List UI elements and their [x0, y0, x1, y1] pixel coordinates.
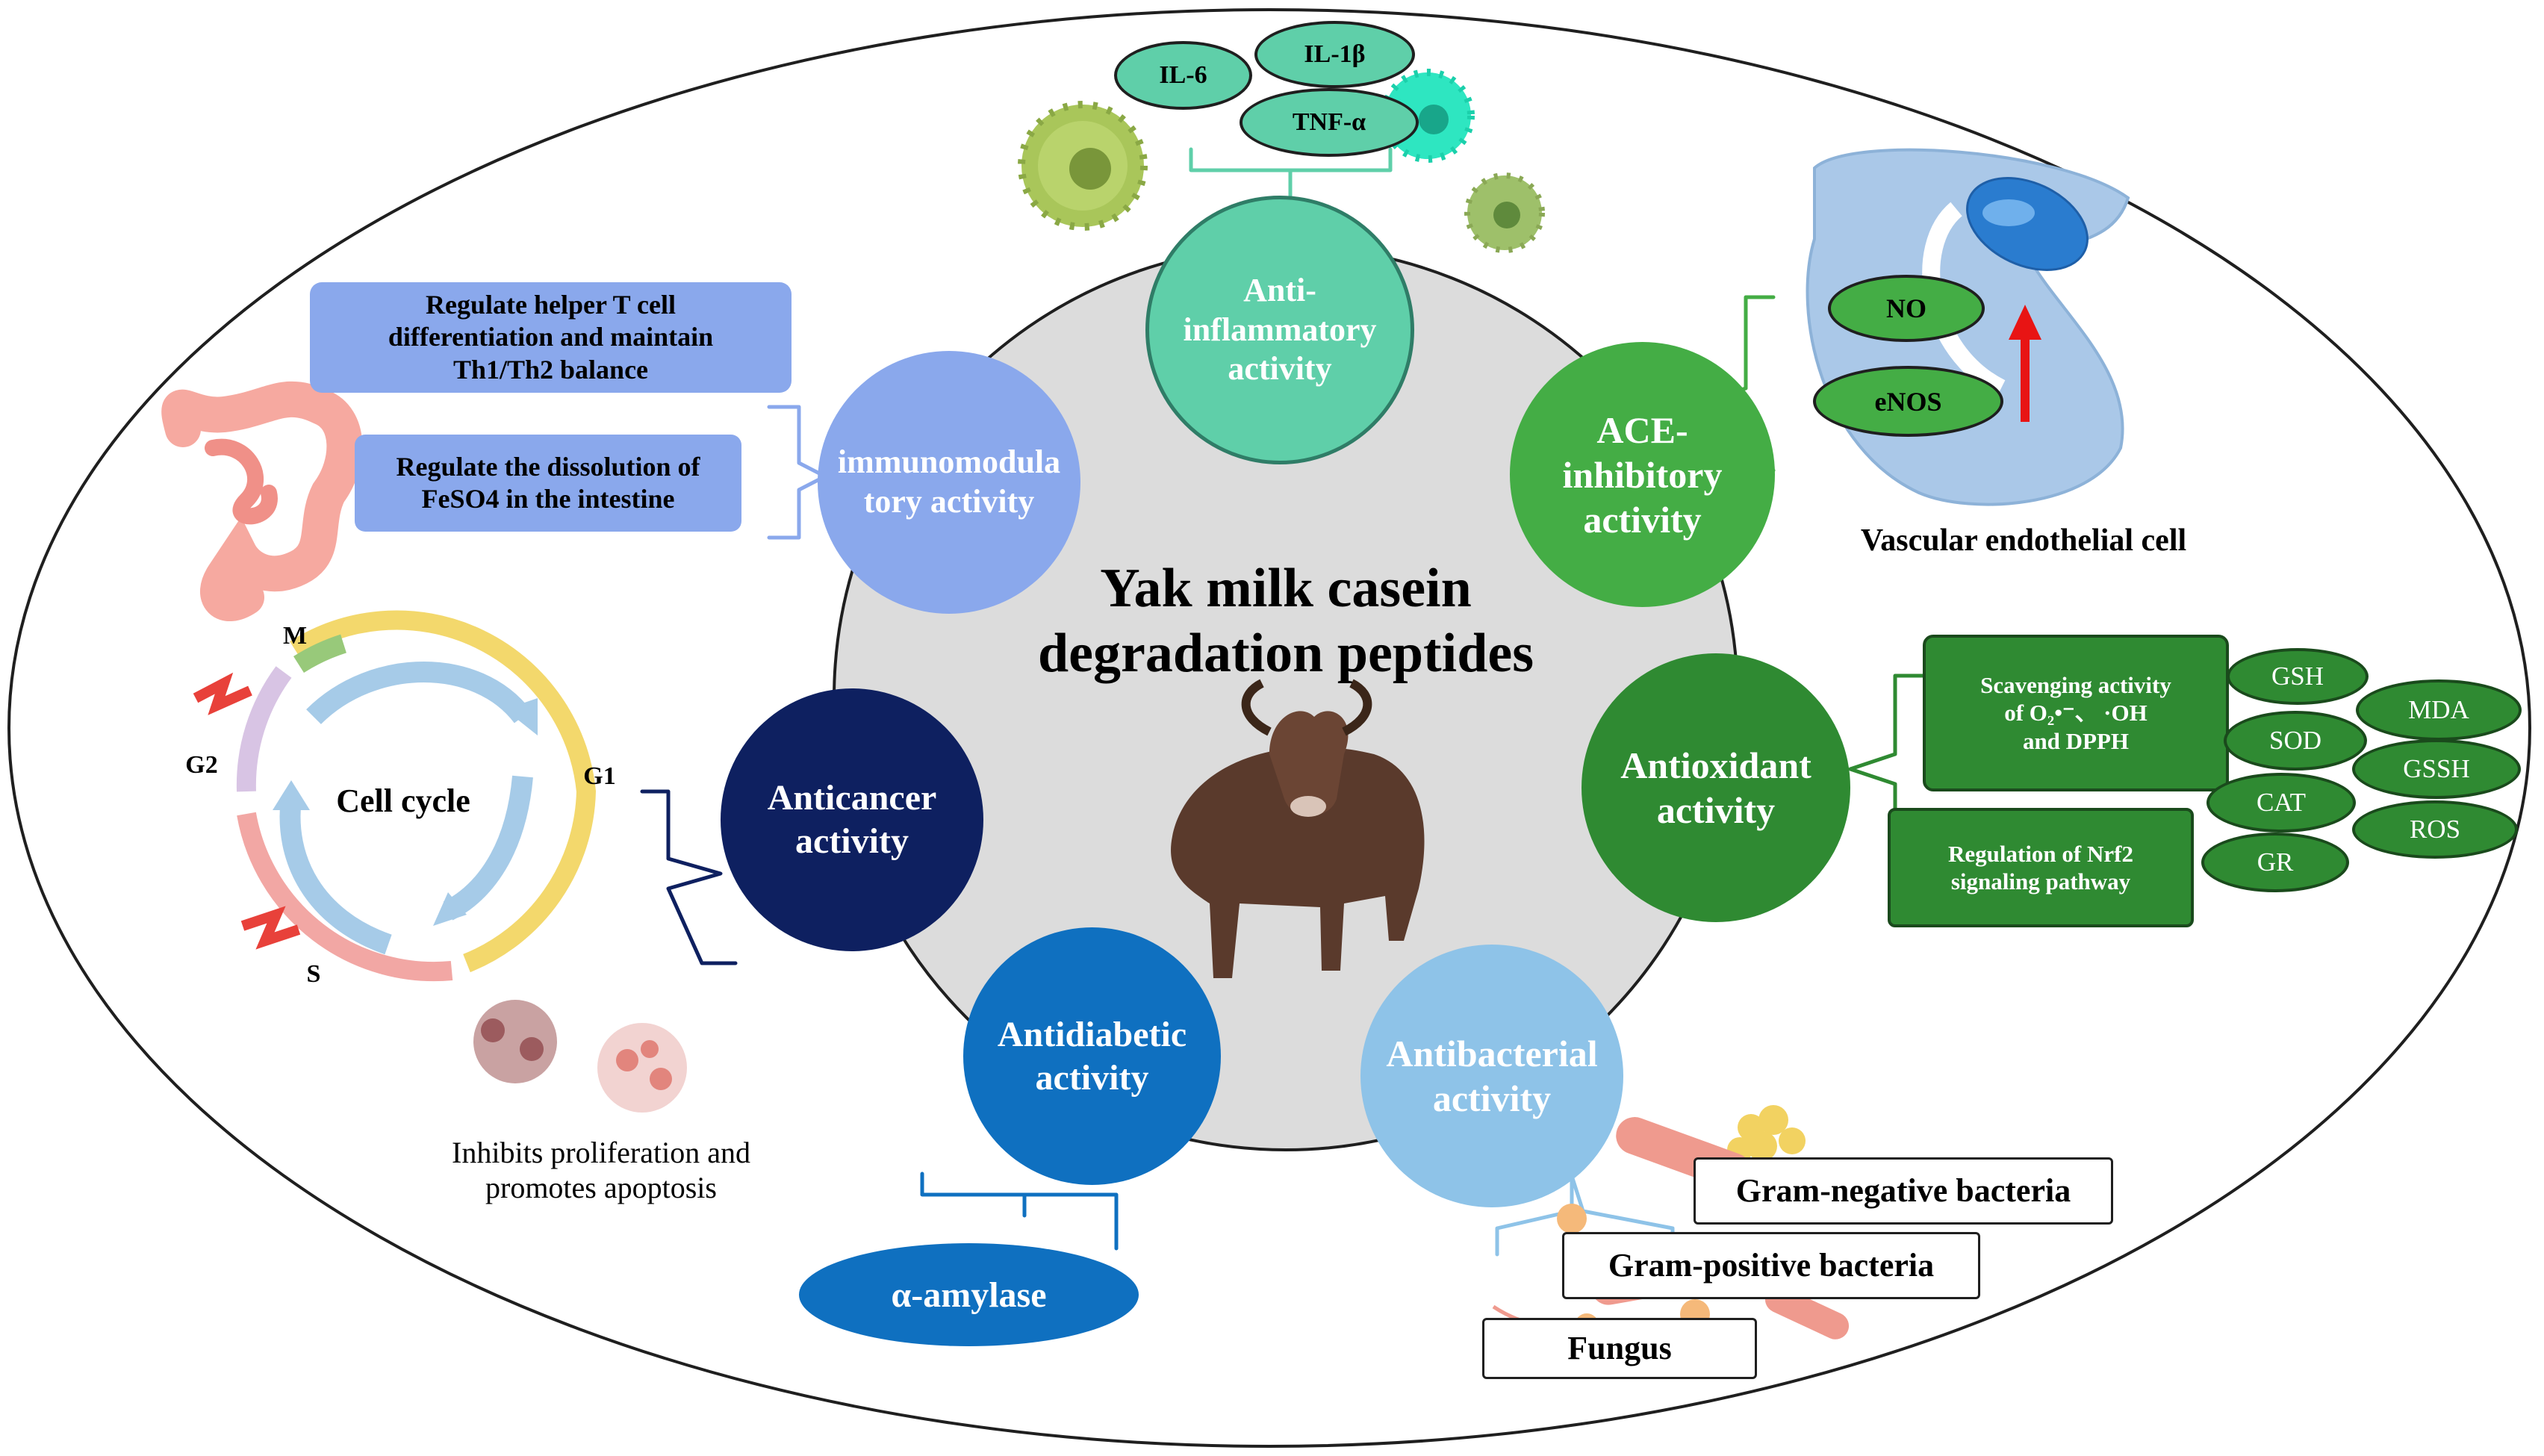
anticancer-effect-line1: Inhibits proliferation and — [452, 1136, 750, 1169]
anti-inflammatory-line3: activity — [1228, 350, 1332, 388]
antidiabetic-line2: activity — [1035, 1057, 1149, 1098]
anticancer-circle: Anticancer activity — [721, 688, 983, 951]
ace-inhibitory-circle: ACE- inhibitory activity — [1510, 342, 1775, 607]
phase-g1-label: G1 — [583, 762, 616, 790]
marker-ros: ROS — [2352, 800, 2518, 859]
anti-inflammatory-circle: Anti- inflammatory activity — [1145, 196, 1414, 464]
immune-cell-left-icon — [1018, 101, 1148, 231]
intestine-icon — [161, 381, 363, 621]
immuno-box-feso4-line1: Regulate the dissolution of — [396, 451, 700, 482]
yak-icon — [1171, 679, 1425, 978]
cell-cycle-label: Cell cycle — [336, 783, 470, 819]
cell-cycle-icon — [193, 610, 597, 982]
tumor-cells-icon — [473, 1000, 687, 1113]
immuno-box-th-line2: differentiation and maintain — [388, 322, 714, 352]
cytokine-tnfa-label: TNF-α — [1292, 108, 1366, 136]
cytokine-tnfa: TNF-α — [1240, 88, 1419, 157]
marker-cat-label: CAT — [2256, 788, 2307, 817]
increase-arrow-icon — [2009, 305, 2041, 422]
anticancer-line1: Anticancer — [767, 778, 937, 818]
phase-s-label: S — [306, 960, 321, 988]
antidiabetic-line1: Antidiabetic — [997, 1014, 1187, 1054]
scavenging-line1: Scavenging activity — [1980, 672, 2171, 699]
nrf2-line2: signaling pathway — [1950, 868, 2131, 895]
cytokine-il1b-label: IL-1β — [1304, 40, 1366, 68]
marker-gssh: GSSH — [2352, 739, 2521, 799]
immuno-box-th: Regulate helper T cell differentiation a… — [310, 282, 791, 393]
cytokine-il6-label: IL-6 — [1159, 61, 1207, 89]
anti-inflammatory-line1: Anti- — [1243, 271, 1316, 308]
immunomodulatory-line1: immunomodula — [837, 444, 1061, 481]
antioxidant-line2: activity — [1656, 789, 1776, 831]
immunomodulatory-line2: tory activity — [863, 483, 1035, 520]
marker-mda-label: MDA — [2408, 695, 2469, 724]
anticancer-effect: Inhibits proliferation and promotes apop… — [399, 1135, 803, 1205]
cytokine-il6: IL-6 — [1114, 41, 1252, 110]
enos-label: eNOS — [1874, 386, 1942, 417]
enos-oval: eNOS — [1813, 366, 2003, 437]
immune-cell-small-icon — [1464, 172, 1545, 253]
anti-inflammatory-line2: inflammatory — [1183, 311, 1377, 348]
alpha-amylase-oval: α-amylase — [799, 1243, 1139, 1346]
scavenging-line2: of O₂•⁻、 ·OH — [2004, 700, 2148, 727]
center-title: Yak milk casein degradation peptides — [942, 556, 1629, 687]
ace-line3: activity — [1583, 498, 1702, 541]
anticancer-line2: activity — [795, 821, 909, 861]
fungus-label: Fungus — [1567, 1329, 1672, 1366]
marker-ros-label: ROS — [2409, 815, 2461, 844]
ace-line1: ACE- — [1596, 408, 1688, 451]
gram-negative-box: Gram-negative bacteria — [1694, 1157, 2113, 1225]
gram-negative-label: Gram-negative bacteria — [1735, 1172, 2071, 1209]
no-oval: NO — [1828, 275, 1985, 342]
antidiabetic-circle: Antidiabetic activity — [963, 927, 1221, 1185]
scavenging-box: Scavenging activity of O₂•⁻、 ·OH and DPP… — [1923, 635, 2229, 791]
scavenging-line3: and DPPH — [2022, 727, 2130, 754]
marker-sod: SOD — [2224, 711, 2367, 771]
phase-m-label: M — [282, 622, 308, 650]
immuno-box-th-line1: Regulate helper T cell — [426, 290, 676, 320]
immuno-box-feso4-line2: FeSO4 in the intestine — [421, 484, 675, 514]
antibacterial-line2: activity — [1432, 1077, 1552, 1119]
antioxidant-line1: Antioxidant — [1620, 744, 1811, 786]
marker-gsh-label: GSH — [2271, 662, 2324, 691]
marker-gssh-label: GSSH — [2403, 754, 2470, 783]
antibacterial-line1: Antibacterial — [1386, 1033, 1598, 1074]
marker-gsh: GSH — [2227, 648, 2369, 705]
marker-mda: MDA — [2356, 679, 2522, 741]
endothelial-cell-label: Vascular endothelial cell — [1860, 523, 2187, 558]
marker-sod-label: SOD — [2268, 726, 2322, 755]
marker-gr: GR — [2201, 833, 2349, 892]
alpha-amylase-label: α-amylase — [891, 1275, 1047, 1315]
bracket-anti-inflammatory — [1189, 147, 1393, 198]
antioxidant-circle: Antioxidant activity — [1582, 653, 1850, 922]
immunomodulatory-circle: immunomodula tory activity — [818, 351, 1080, 614]
bracket-antidiabetic — [920, 1172, 1119, 1251]
phase-g2-label: G2 — [185, 751, 218, 779]
center-title-line2: degradation peptides — [1037, 623, 1534, 685]
immuno-box-th-line3: Th1/Th2 balance — [452, 354, 649, 385]
gram-positive-label: Gram-positive bacteria — [1608, 1246, 1935, 1284]
nrf2-box: Regulation of Nrf2 signaling pathway — [1888, 808, 2194, 927]
center-title-line1: Yak milk casein — [1100, 558, 1472, 619]
fungus-box: Fungus — [1482, 1318, 1757, 1379]
antibacterial-circle: Antibacterial activity — [1360, 945, 1623, 1207]
immuno-box-feso4: Regulate the dissolution of FeSO4 in the… — [355, 435, 741, 532]
ace-line2: inhibitory — [1562, 453, 1723, 496]
no-label: NO — [1886, 293, 1926, 323]
cytokine-il1b: IL-1β — [1254, 21, 1415, 88]
nrf2-line1: Regulation of Nrf2 — [1948, 840, 2133, 867]
gram-positive-box: Gram-positive bacteria — [1562, 1232, 1980, 1299]
anticancer-effect-line2: promotes apoptosis — [485, 1171, 717, 1205]
marker-cat: CAT — [2206, 773, 2356, 833]
bracket-anticancer — [640, 789, 738, 965]
marker-gr-label: GR — [2257, 847, 2294, 877]
